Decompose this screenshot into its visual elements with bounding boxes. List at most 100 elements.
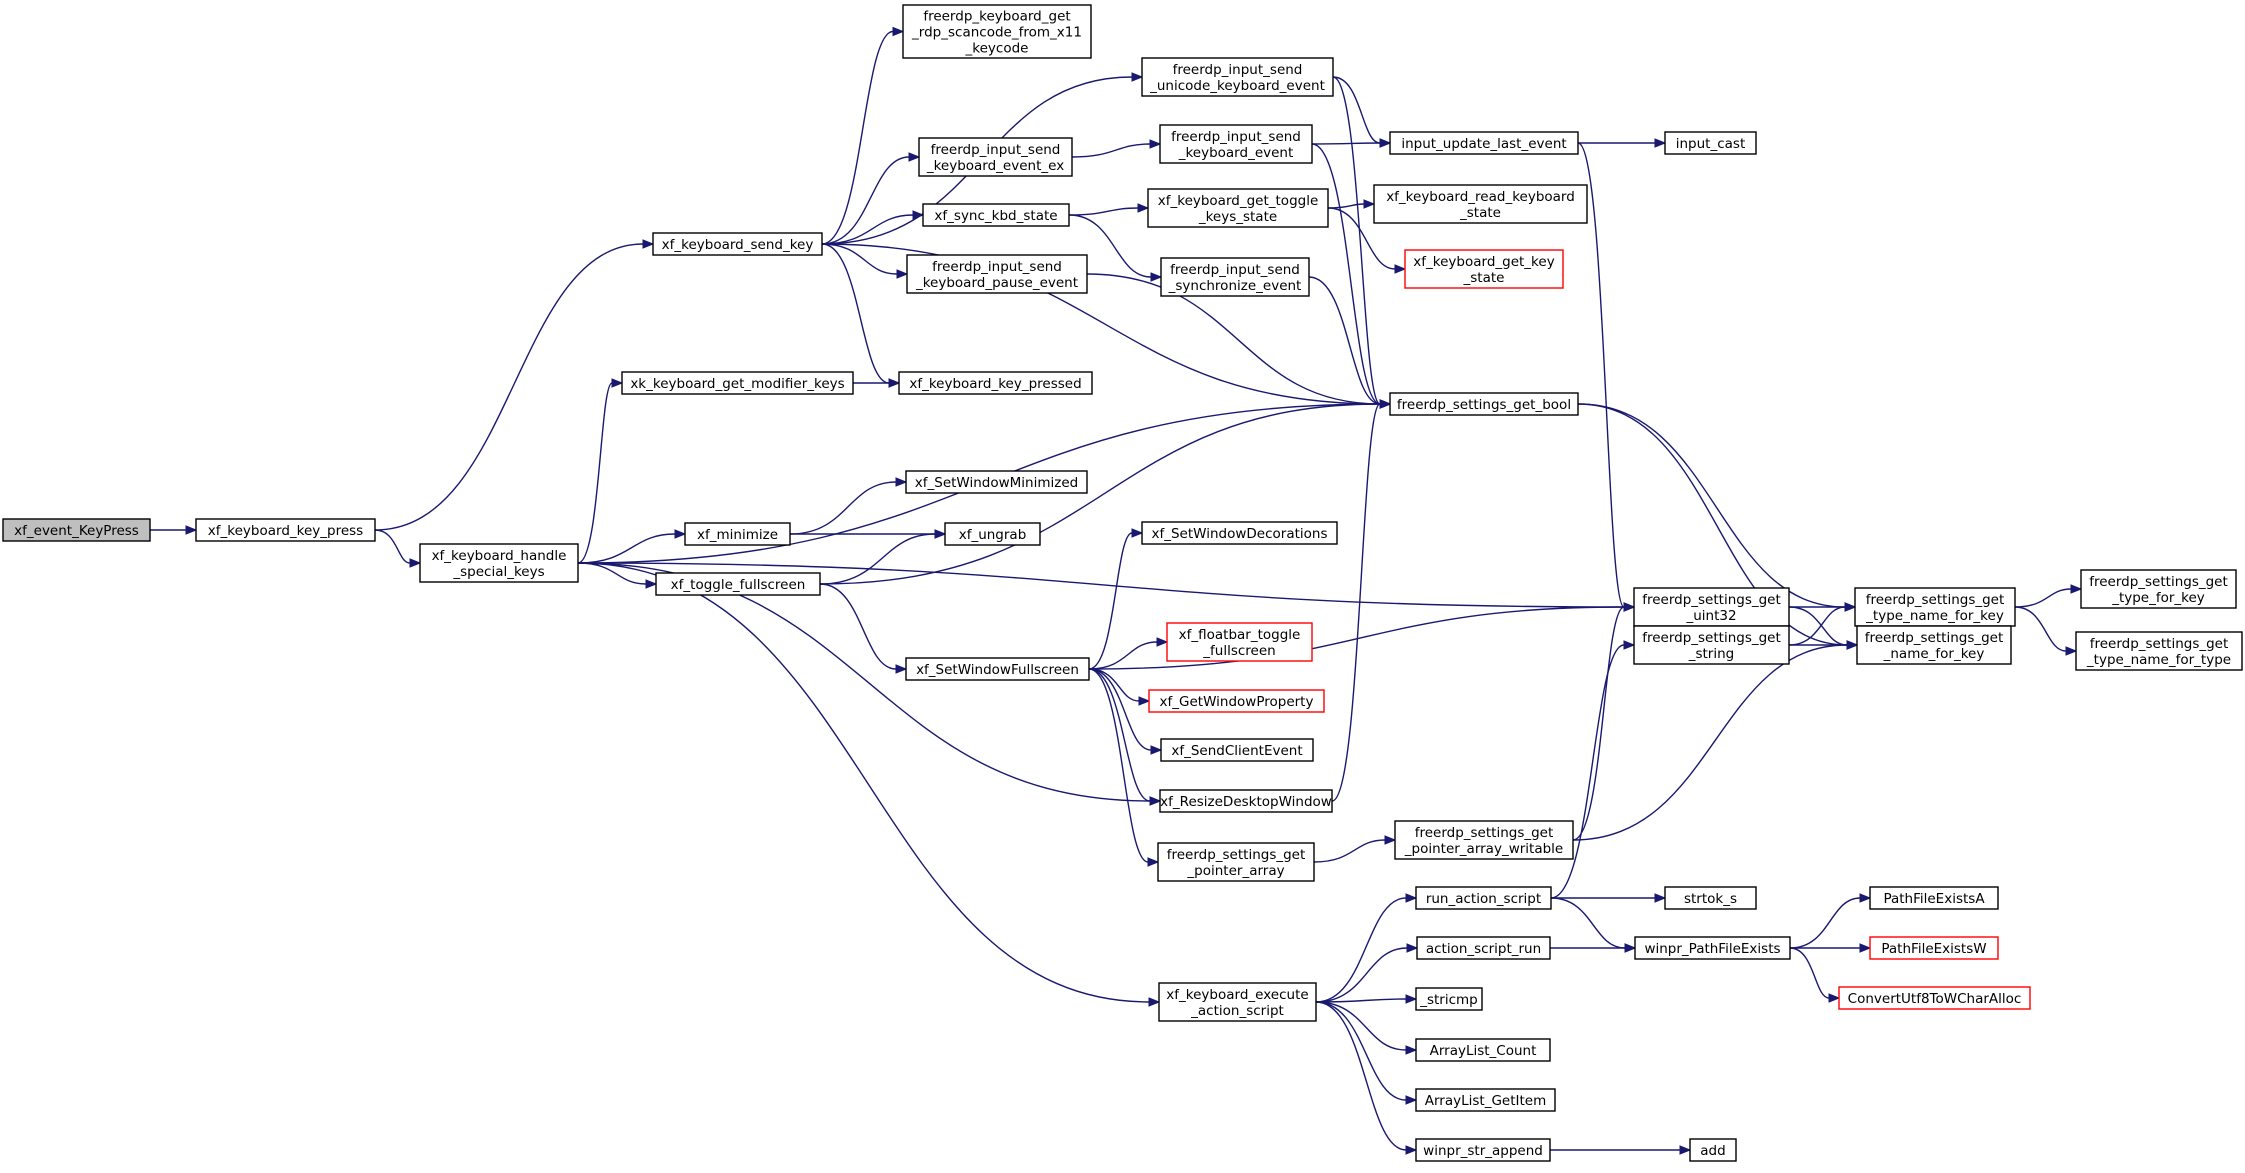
graph-node[interactable]: xf_keyboard_get_toggle_keys_state — [1147, 188, 1329, 228]
graph-node[interactable]: xf_ResizeDesktopWindow — [1159, 789, 1333, 813]
arrowhead — [934, 529, 947, 539]
graph-node[interactable]: xf_event_KeyPress — [2, 518, 151, 542]
graph-node[interactable]: input_update_last_event — [1389, 131, 1579, 155]
node-box — [898, 371, 1093, 395]
arrowhead — [1405, 1145, 1418, 1155]
arrowhead — [888, 378, 901, 388]
node-label: _synchronize_event — [1168, 278, 1302, 294]
arrowhead — [895, 664, 908, 674]
node-label: ConvertUtf8ToWCharAlloc — [1848, 991, 2022, 1007]
graph-node[interactable]: PathFileExistsA — [1869, 886, 1999, 910]
graph-node[interactable]: action_script_run — [1416, 936, 1551, 960]
arrowhead — [1406, 943, 1419, 953]
graph-node[interactable]: xf_keyboard_key_pressed — [898, 371, 1093, 395]
arrowhead — [409, 558, 422, 568]
graph-node[interactable]: add — [1689, 1138, 1737, 1162]
graph-node[interactable]: freerdp_settings_get_type_for_key — [2080, 569, 2237, 609]
graph-node[interactable]: freerdp_settings_get_pointer_array — [1157, 842, 1315, 882]
graph-node[interactable]: xf_keyboard_get_key_state — [1404, 249, 1564, 289]
node-box — [1389, 392, 1579, 416]
node-box — [621, 371, 854, 395]
edge-line — [1788, 606, 1846, 646]
node-label: xf_ResizeDesktopWindow — [1160, 794, 1332, 810]
arrowhead — [1131, 72, 1144, 82]
edge-line — [577, 382, 613, 564]
graph-node[interactable]: xf_keyboard_key_press — [195, 518, 376, 542]
graph-node[interactable]: freerdp_input_send_keyboard_event — [1159, 124, 1313, 164]
arrowhead — [1623, 602, 1636, 612]
edge-line — [821, 156, 910, 245]
graph-node[interactable]: xf_keyboard_handle_special_keys — [419, 543, 579, 583]
node-label: freerdp_settings_get — [1167, 847, 1306, 863]
graph-node[interactable]: winpr_str_append — [1415, 1138, 1551, 1162]
arrowhead — [1131, 528, 1144, 538]
node-label: xf_keyboard_key_press — [208, 523, 363, 539]
call-edge — [1550, 640, 1636, 899]
graph-node[interactable]: freerdp_input_send_unicode_keyboard_even… — [1141, 57, 1334, 97]
node-box — [1415, 886, 1552, 910]
graph-node[interactable]: freerdp_input_send_synchronize_event — [1160, 257, 1310, 297]
graph-node[interactable]: freerdp_settings_get_string — [1633, 625, 1790, 665]
graph-node[interactable]: freerdp_settings_get_pointer_array_writa… — [1394, 820, 1574, 860]
graph-node[interactable]: xf_SetWindowDecorations — [1141, 521, 1338, 545]
graph-node[interactable]: xf_keyboard_send_key — [652, 232, 823, 256]
graph-node[interactable]: xf_GetWindowProperty — [1148, 689, 1325, 713]
call-edge — [1789, 893, 1872, 949]
call-edge — [1327, 207, 1407, 274]
graph-node[interactable]: ArrayList_Count — [1415, 1038, 1551, 1062]
arrowhead — [1405, 893, 1418, 903]
node-label: xf_keyboard_get_toggle — [1158, 193, 1319, 209]
graph-node[interactable]: strtok_s — [1664, 886, 1757, 910]
arrowhead — [185, 525, 198, 535]
graph-node[interactable]: winpr_PathFileExists — [1634, 936, 1791, 960]
node-box — [944, 522, 1041, 546]
graph-node[interactable]: xf_keyboard_execute_action_script — [1158, 982, 1317, 1022]
graph-node[interactable]: freerdp_keyboard_get_rdp_scancode_from_x… — [902, 4, 1092, 59]
call-edge — [1789, 640, 1859, 650]
graph-node[interactable]: freerdp_input_send_keyboard_pause_event — [906, 254, 1088, 294]
graph-node[interactable]: _stricmp — [1415, 987, 1483, 1011]
graph-node[interactable]: xf_ungrab — [944, 522, 1041, 546]
node-box — [1148, 689, 1325, 713]
node-box — [905, 470, 1088, 494]
node-box — [2080, 569, 2237, 609]
graph-node[interactable]: input_cast — [1664, 131, 1757, 155]
node-box — [918, 137, 1073, 177]
arrowhead — [1149, 796, 1162, 806]
graph-node[interactable]: freerdp_input_send_keyboard_event_ex — [918, 137, 1073, 177]
graph-node[interactable]: run_action_script — [1415, 886, 1552, 910]
node-label: _keyboard_event — [1178, 145, 1294, 161]
edge-line — [1088, 641, 1158, 670]
arrowhead — [1394, 264, 1407, 274]
graph-node[interactable]: xf_toggle_fullscreen — [655, 572, 821, 596]
call-edge — [821, 152, 921, 245]
call-edge — [2014, 606, 2078, 656]
graph-node[interactable]: ConvertUtf8ToWCharAlloc — [1838, 986, 2031, 1010]
edge-line — [1550, 897, 1626, 949]
graph-node[interactable]: freerdp_settings_get_bool — [1389, 392, 1579, 416]
graph-node[interactable]: xf_minimize — [684, 522, 791, 546]
call-edge — [1088, 668, 1162, 806]
node-box — [1634, 936, 1791, 960]
graph-node[interactable]: freerdp_settings_get_type_name_for_key — [1854, 587, 2016, 627]
graph-node[interactable]: xf_SetWindowMinimized — [905, 470, 1088, 494]
node-label: freerdp_input_send — [1171, 129, 1301, 145]
graph-node[interactable]: xk_keyboard_get_modifier_keys — [621, 371, 854, 395]
node-label: freerdp_input_send — [1170, 262, 1300, 278]
graph-node[interactable]: xf_SendClientEvent — [1160, 738, 1314, 762]
graph-node[interactable]: freerdp_settings_get_name_for_key — [1856, 625, 2012, 665]
graph-node[interactable]: xf_keyboard_read_keyboard_state — [1373, 184, 1588, 224]
graph-node[interactable]: xf_floatbar_toggle_fullscreen — [1166, 622, 1313, 662]
graph-node[interactable]: freerdp_settings_get_uint32 — [1633, 587, 1790, 627]
arrowhead — [1859, 893, 1872, 903]
graph-node[interactable]: xf_sync_kbd_state — [922, 203, 1070, 227]
edges-layer — [149, 26, 2083, 1155]
graph-node[interactable]: freerdp_settings_get_type_name_for_type — [2075, 631, 2243, 671]
edge-line — [2014, 606, 2067, 652]
edge-line — [821, 243, 890, 384]
edge-line — [577, 533, 676, 564]
graph-node[interactable]: ArrayList_GetItem — [1415, 1088, 1556, 1112]
graph-node[interactable]: xf_SetWindowFullscreen — [905, 657, 1090, 681]
graph-node[interactable]: PathFileExistsW — [1869, 936, 1999, 960]
node-label: _special_keys — [452, 564, 544, 580]
